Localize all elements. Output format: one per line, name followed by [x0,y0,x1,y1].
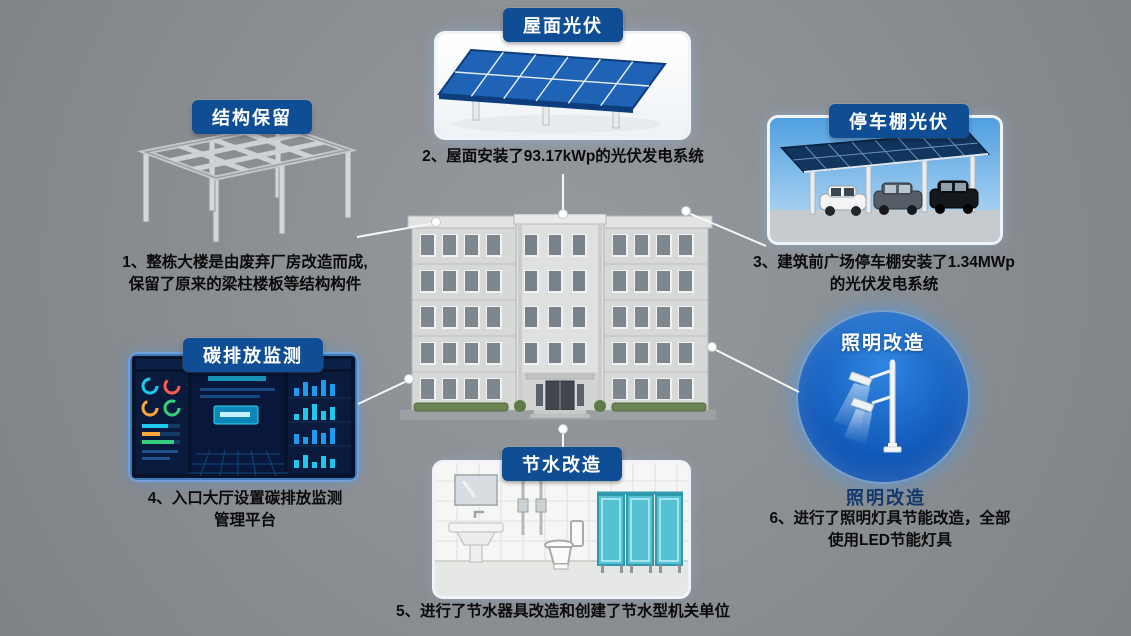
carport-pv-title: 停车棚光伏 [849,112,949,132]
water-caption: 5、进行了节水器具改造和创建了节水型机关单位 [323,601,803,623]
roof-pv-caption: 2、屋面安装了93.17kWp的光伏发电系统 [353,146,773,168]
structure-caption-line: 1、整栋大楼是由废弃厂房改造而成, [122,254,368,271]
carport-pv-image-card [770,118,1000,242]
carport-pv-caption: 3、建筑前广场停车棚安装了1.34MWp 的光伏发电系统 [704,252,1064,297]
water-image-card [435,463,688,596]
structure-image [128,112,360,250]
car-icon [819,185,867,216]
car-icon [929,180,979,214]
lighting-caption-line: 使用LED节能灯具 [827,532,952,550]
roof-pv-image-card [437,34,688,137]
lighting-caption: 6、进行了照明灯具节能改造，全部 使用LED节能灯具 [720,508,1060,553]
structure-caption: 1、整栋大楼是由废弃厂房改造而成, 保留了原来的梁柱楼板等结构构件 [80,252,410,297]
lighting-caption-line: 6、进行了照明灯具节能改造，全部 [769,510,1011,527]
structure-title: 结构保留 [212,108,292,128]
solar-carport-icon [770,118,1000,242]
structure-title-badge: 结构保留 [192,100,312,134]
car-icon [873,182,923,215]
carport-pv-caption-line: 的光伏发电系统 [829,276,939,294]
lighting-heading: 照明改造 [846,484,926,510]
carport-pv-caption-line: 3、建筑前广场停车棚安装了1.34MWp [753,254,1015,271]
carbon-caption: 4、入口大厅设置碳排放监测 管理平台 [95,488,395,533]
bathroom-icon [435,463,688,596]
dashboard-icon [130,354,357,480]
steel-frame-icon [136,123,358,243]
carport-pv-title-badge: 停车棚光伏 [829,104,969,138]
carbon-title-badge: 碳排放监测 [183,338,323,372]
office-building-illustration [400,213,716,428]
lighting-circle-badge: 照明改造 [798,312,968,482]
roof-pv-title: 屋面光伏 [523,16,603,36]
carbon-caption-line: 管理平台 [213,512,276,530]
carbon-caption-line: 4、入口大厅设置碳排放监测 [147,490,343,507]
street-lamp-icon [834,359,902,453]
carbon-title: 碳排放监测 [203,346,303,366]
lighting-title: 照明改造 [840,333,925,354]
water-caption-line: 5、进行了节水器具改造和创建了节水型机关单位 [395,603,731,620]
water-title-badge: 节水改造 [502,447,622,481]
roof-pv-caption-line: 2、屋面安装了93.17kWp的光伏发电系统 [422,148,704,165]
structure-caption-line: 保留了原来的梁柱楼板等结构构件 [128,276,362,294]
lighting-heading-text: 照明改造 [846,488,926,508]
water-title: 节水改造 [522,455,602,475]
office-building-icon [400,213,716,420]
roof-pv-title-badge: 屋面光伏 [503,8,623,42]
solar-panel-icon [437,48,667,133]
carbon-dashboard-card [130,354,357,480]
